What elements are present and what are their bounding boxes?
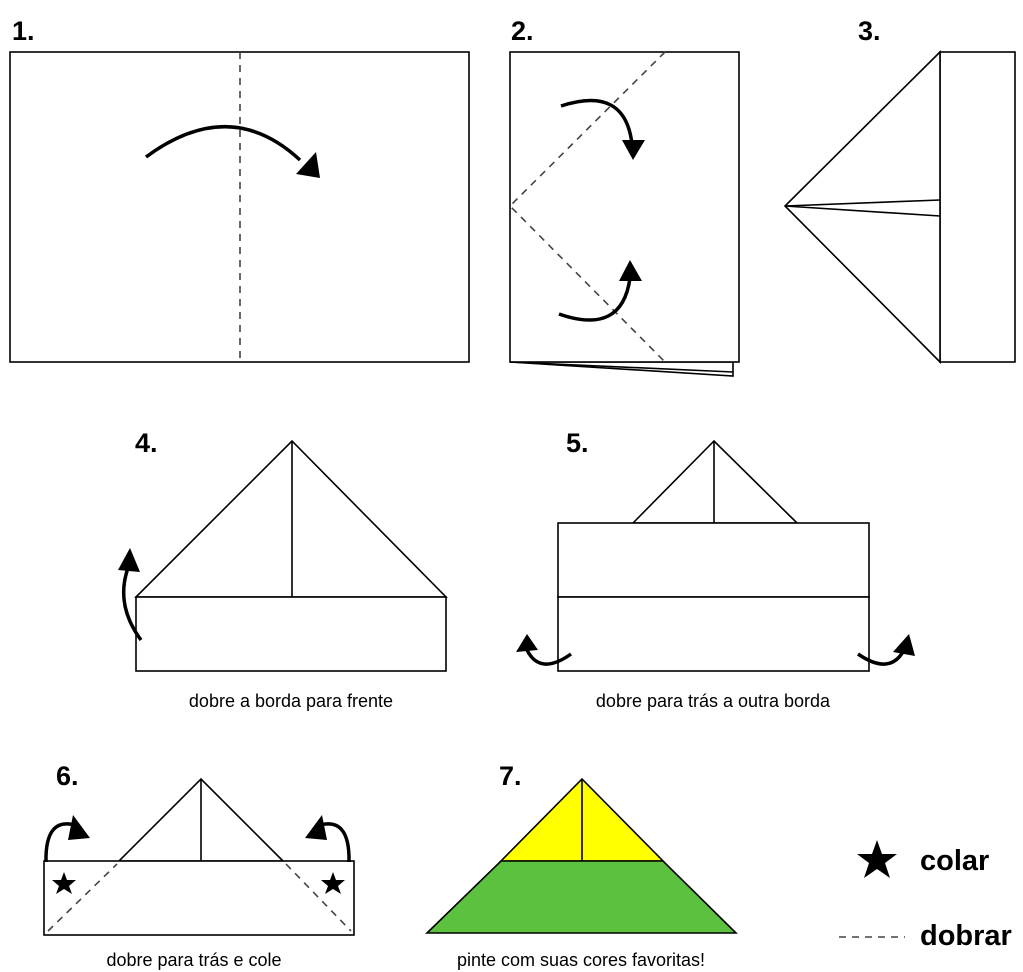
step-7-number: 7. [499,761,522,791]
step-6-caption: dobre para trás e cole [106,950,281,970]
step-6-brim [43,860,355,936]
step-2-top-fold-arrow-icon [560,98,634,145]
step-2-fold-lines [508,51,666,363]
step-3-strip [939,51,1016,363]
step-5-right-arrowhead-icon [893,634,915,656]
step-5: 5. dobre para trás a outra borda [516,428,915,711]
step-5-lower-brim [557,596,870,672]
step-7-hat-brim-green [425,860,738,934]
step-4-arrowhead-icon [118,548,140,572]
step-4-fold-arrow-icon [121,567,143,642]
step-5-left-fold-arrow-icon [525,649,573,666]
step-6-number: 6. [56,761,79,791]
step-2-paper-sheet [509,51,740,363]
glue-star-icon [857,840,897,878]
step-5-hat-tip [631,439,799,524]
step-3-inner-line-a [784,199,941,207]
step-1-fold-arrow-icon [144,125,302,162]
legend: colar dobrar [839,840,1012,952]
step-5-number: 5. [566,428,589,458]
step-1: 1. [9,16,470,363]
step-2-top-arrowhead-icon [622,140,645,160]
step-1-arrowhead-icon [296,152,320,178]
step-6-right-star-icon [321,872,345,894]
step-4: 4. dobre a borda para frente [118,428,448,711]
step-6-left-arrowhead-icon [68,815,90,840]
step-1-paper-sheet [9,51,470,363]
step-4-hat-top [134,439,448,598]
step-5-caption: dobre para trás a outra borda [596,691,831,711]
step-6-left-star-icon [52,872,76,894]
step-4-brim [135,596,447,672]
step-2-number: 2. [511,16,534,46]
step-6-left-fold-line [47,863,118,932]
legend-fold-label: dobrar [920,920,1012,952]
step-6-right-fold-line [285,863,352,932]
step-2-bottom-fold-arrow-icon [558,277,632,322]
step-5-right-fold-arrow-icon [857,649,906,666]
step-2-bottom-arrowhead-icon [619,260,642,281]
step-6-right-arrowhead-icon [305,815,327,840]
step-4-caption: dobre a borda para frente [189,691,393,711]
step-3: 3. [783,16,1016,364]
step-3-triangle [783,50,941,364]
step-6: 6. dobre para trás e cole [43,761,355,970]
step-1-number: 1. [12,16,35,46]
step-5-left-arrowhead-icon [516,634,538,652]
step-7: 7. pinte com suas cores favoritas! [425,761,738,970]
step-5-upper-brim [557,522,870,598]
step-3-inner-line-b [784,205,941,217]
step-2: 2. [508,16,740,377]
step-3-number: 3. [858,16,881,46]
step-4-number: 4. [135,428,158,458]
step-7-caption: pinte com suas cores favoritas! [457,950,705,970]
legend-glue-label: colar [920,845,989,877]
step-2-edge-line [509,361,734,373]
